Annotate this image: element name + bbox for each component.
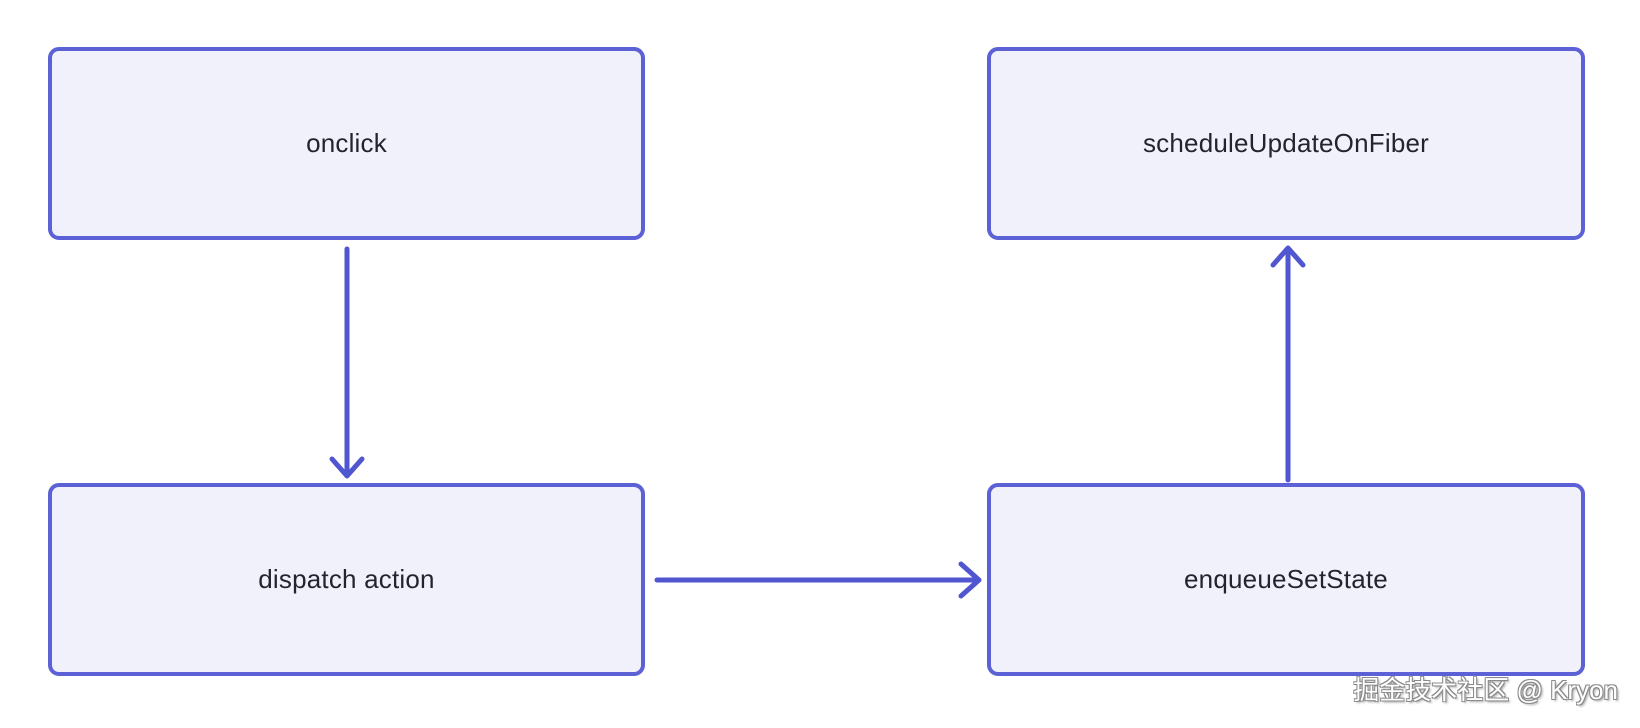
node-onclick-label: onclick	[306, 128, 387, 158]
node-onclick: onclick	[48, 47, 645, 240]
node-scheduleUpdateOnFiber: scheduleUpdateOnFiber	[987, 47, 1585, 240]
node-dispatch-action-label: dispatch action	[258, 564, 435, 594]
watermark: 掘金技术社区 @ Kryon	[1353, 675, 1618, 705]
node-dispatch-action: dispatch action	[48, 483, 645, 676]
node-enqueueSetState-label: enqueueSetState	[1184, 564, 1388, 594]
node-enqueueSetState: enqueueSetState	[987, 483, 1585, 676]
edge-onclick-to-dispatch-action	[329, 246, 365, 479]
edge-enqueueSetState-to-scheduleUpdateOnFiber	[1270, 245, 1306, 483]
node-scheduleUpdateOnFiber-label: scheduleUpdateOnFiber	[1142, 128, 1430, 158]
edge-dispatch-action-to-enqueueSetState	[654, 561, 982, 599]
